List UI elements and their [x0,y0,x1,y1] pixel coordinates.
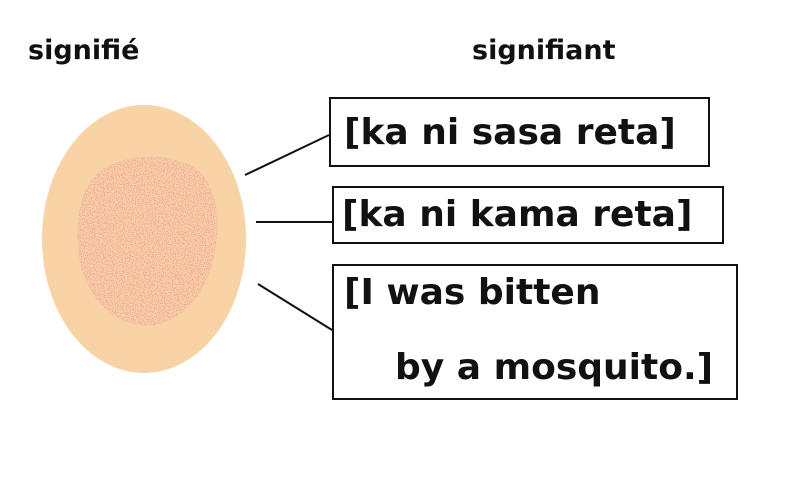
mosquito-bite-icon [42,105,246,373]
bite-rash [77,156,218,326]
signifiant-box-1: [ka ni sasa reta] [329,97,710,167]
signifie-heading: signifié [28,35,140,66]
signifiant-heading: signifiant [472,35,616,66]
connector-line-3 [257,283,333,331]
connector-line-1 [244,134,330,176]
signifiant-text-3-line-2: by a mosquito.] [395,347,714,388]
signifiant-box-3: [I was bitten by a mosquito.] [332,264,738,400]
signifiant-text-1: [ka ni sasa reta] [344,112,676,153]
signifiant-text-3-line-1: [I was bitten [344,272,601,313]
signifiant-box-2: [ka ni kama reta] [332,186,724,244]
signifiant-text-2: [ka ni kama reta] [342,194,693,235]
